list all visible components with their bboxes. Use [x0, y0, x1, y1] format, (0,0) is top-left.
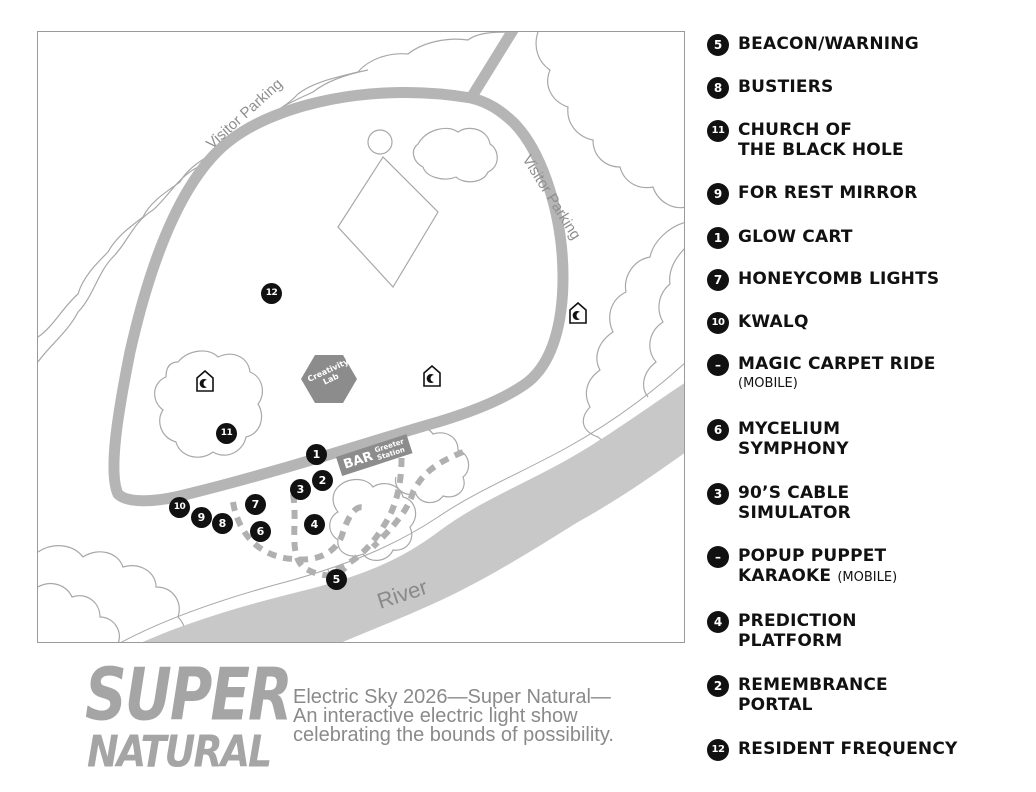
- creativity-lab-marker[interactable]: Creativity Lab: [300, 354, 358, 404]
- map-pin-5[interactable]: 5: [326, 569, 347, 590]
- legend-item-glow-cart[interactable]: 1 GLOW CART: [707, 227, 853, 249]
- legend-label: FOR REST MIRROR: [738, 183, 918, 203]
- legend-label: GLOW CART: [738, 227, 853, 247]
- legend-item-kwalq[interactable]: 10 KWALQ: [707, 312, 809, 334]
- tree-outline-path-area-2: [394, 425, 470, 504]
- legend-badge: 6: [707, 419, 729, 441]
- legend-badge: –: [707, 354, 729, 376]
- legend-label: SIMULATOR: [738, 503, 851, 523]
- legend-label: HONEYCOMB LIGHTS: [738, 269, 940, 289]
- map-pin-3[interactable]: 3: [290, 479, 311, 500]
- river: [142, 383, 684, 642]
- tree-outline-inner-top: [412, 127, 498, 183]
- tree-outline-inner-left: [154, 350, 264, 458]
- tent-moon-icon[interactable]: [568, 302, 588, 324]
- tent-moon-icon[interactable]: [422, 365, 442, 387]
- legend-label: CHURCH OF: [738, 120, 853, 140]
- hexagon-icon: [301, 355, 357, 403]
- super-natural-logo: SUPER NATURAL: [85, 652, 293, 778]
- legend-label: THE BLACK HOLE: [738, 140, 904, 160]
- legend-label: KWALQ: [738, 312, 809, 332]
- legend-badge: 8: [707, 77, 729, 99]
- tagline-line-2: An interactive electric light show: [293, 705, 578, 727]
- legend-item-remembrance-portal[interactable]: 2 REMEMBRANCE PORTAL: [707, 675, 888, 715]
- event-map: Visitor Parking Visitor Parking River Cr…: [37, 31, 685, 643]
- logo-word-natural: NATURAL: [87, 726, 272, 777]
- map-pin-7[interactable]: 7: [245, 494, 266, 515]
- legend-label: KARAOKE: [738, 566, 832, 586]
- legend-item-magic-carpet-ride[interactable]: – MAGIC CARPET RIDE (MOBILE): [707, 354, 936, 394]
- road-spur: [466, 32, 519, 101]
- legend-label: PREDICTION: [738, 611, 857, 631]
- legend-badge: 2: [707, 675, 729, 697]
- road-loop: [108, 86, 569, 507]
- legend-badge: 5: [707, 34, 729, 56]
- legend-label: REMEMBRANCE: [738, 675, 888, 695]
- tree-canopy: [38, 32, 684, 642]
- legend-badge: –: [707, 546, 729, 568]
- ball-diamond: [337, 156, 439, 288]
- legend-label: RESIDENT FREQUENCY: [738, 739, 958, 759]
- river-bank: [120, 363, 684, 642]
- legend-label: PLATFORM: [738, 631, 843, 651]
- tree-outline-bottom-left: [38, 545, 186, 642]
- tagline-line-1: Electric Sky 2026—Super Natural—: [293, 686, 611, 708]
- legend-item-for-rest-mirror[interactable]: 9 FOR REST MIRROR: [707, 183, 918, 205]
- map-pin-6[interactable]: 6: [250, 521, 271, 542]
- legend-item-bustiers[interactable]: 8 BUSTIERS: [707, 77, 833, 99]
- tree-outline-path-area: [329, 478, 417, 561]
- home-plate: [367, 129, 393, 155]
- legend-badge: 9: [707, 183, 729, 205]
- map-pin-2[interactable]: 2: [312, 470, 333, 491]
- map-pin-11[interactable]: 11: [216, 423, 237, 444]
- map-pin-4[interactable]: 4: [304, 514, 325, 535]
- map-pin-10[interactable]: 10: [169, 497, 190, 518]
- tree-outline-right-2: [642, 248, 684, 398]
- walking-path-2: [370, 449, 465, 550]
- legend-item-prediction-platform[interactable]: 4 PREDICTION PLATFORM: [707, 611, 857, 651]
- legend-item-resident-frequency[interactable]: 12 RESIDENT FREQUENCY: [707, 739, 958, 761]
- tent-moon-icon[interactable]: [195, 370, 215, 392]
- map-pin-8[interactable]: 8: [212, 513, 233, 534]
- legend-item-beacon-warning[interactable]: 5 BEACON/WARNING: [707, 34, 919, 56]
- legend-item-popup-puppet-karaoke[interactable]: – POPUP PUPPET KARAOKE (MOBILE): [707, 546, 897, 588]
- legend-label: SYMPHONY: [738, 439, 849, 459]
- map-canvas: [38, 32, 684, 642]
- map-pin-9[interactable]: 9: [191, 507, 212, 528]
- tagline-line-3: celebrating the bounds of possibility.: [293, 724, 614, 746]
- tree-outline-top-right: [535, 32, 684, 209]
- legend-label: BEACON/WARNING: [738, 34, 919, 54]
- legend-item-honeycomb-lights[interactable]: 7 HONEYCOMB LIGHTS: [707, 269, 939, 291]
- legend-label: BUSTIERS: [738, 77, 834, 97]
- legend-badge: 11: [707, 120, 729, 142]
- legend-badge: 12: [707, 739, 729, 761]
- legend-item-90s-cable-simulator[interactable]: 3 90’S CABLE SIMULATOR: [707, 483, 851, 523]
- tagline: Electric Sky 2026—Super Natural— An inte…: [293, 686, 673, 746]
- logo-word-super: SUPER: [85, 652, 293, 737]
- legend-badge: 10: [707, 312, 729, 334]
- tree-outline-top-left-2: [38, 69, 369, 338]
- map-pin-1[interactable]: 1: [306, 444, 327, 465]
- legend-label: 90’S CABLE: [738, 483, 850, 503]
- legend-label: POPUP PUPPET: [738, 546, 887, 566]
- legend-item-mycelium-symphony[interactable]: 6 MYCELIUM SYMPHONY: [707, 419, 849, 459]
- legend-badge: 3: [707, 483, 729, 505]
- walking-path-3: [230, 501, 370, 563]
- walking-path-1: [327, 441, 405, 575]
- map-pin-12[interactable]: 12: [261, 283, 282, 304]
- legend-badge: 7: [707, 269, 729, 291]
- legend-label: MYCELIUM: [738, 419, 841, 439]
- legend-item-church-of-the-black-hole[interactable]: 11 CHURCH OF THE BLACK HOLE: [707, 120, 904, 160]
- legend-sublabel: (MOBILE): [837, 570, 898, 585]
- tree-outline-bottom-left-2: [38, 583, 120, 642]
- legend-label: MAGIC CARPET RIDE: [738, 354, 936, 374]
- legend-badge: 1: [707, 227, 729, 249]
- legend-sublabel: (MOBILE): [738, 376, 798, 391]
- legend-label: PORTAL: [738, 695, 813, 715]
- legend-badge: 4: [707, 611, 729, 633]
